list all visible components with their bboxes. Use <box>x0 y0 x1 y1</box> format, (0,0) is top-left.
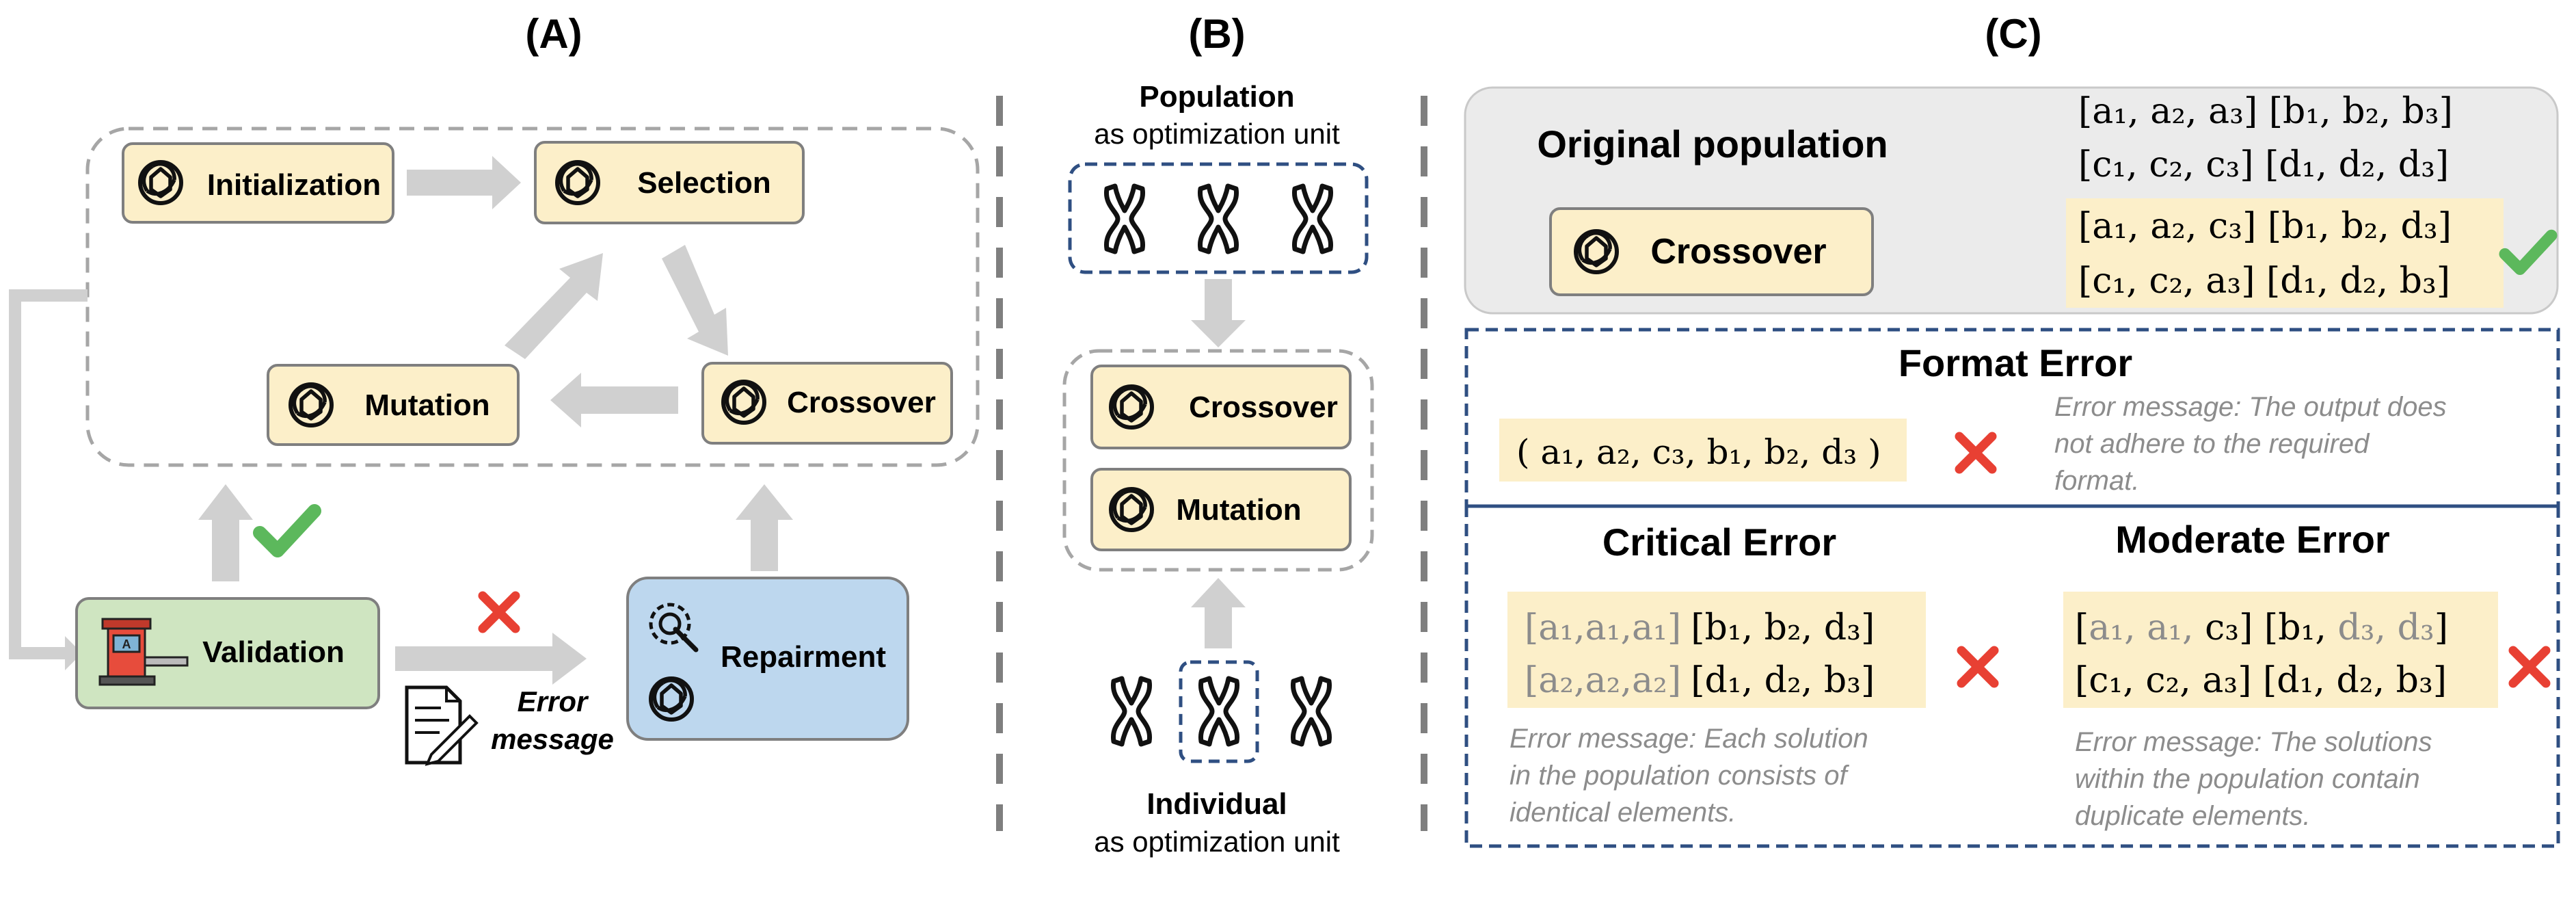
format-error-message-3: format. <box>2054 466 2139 496</box>
selection-node: Selection <box>534 141 805 224</box>
moderate-error-line-1-a: [ <box>2075 607 2089 648</box>
semantic-error-frame <box>1464 504 2560 848</box>
panel-a: Initialization Selection Crossover Mutat… <box>9 127 980 766</box>
format-error-title: Format Error <box>1899 341 2132 384</box>
critical-error-line-1: [a₁,a₁,a₁][b₁, b₂, d₃] <box>1525 607 1875 648</box>
red-cross-icon <box>1961 650 1994 683</box>
crossover-node: Crossover <box>701 362 953 445</box>
panel-label-a: (A) <box>525 11 582 57</box>
moderate-error-highlight <box>2063 592 2498 708</box>
validation-label: Validation <box>202 635 345 669</box>
svg-text:A: A <box>122 637 131 651</box>
validation-machine-icon: A <box>98 618 189 686</box>
chromosome-icon <box>1106 186 1142 252</box>
population-title: Population <box>1139 80 1294 114</box>
error-message-label-1: Error <box>518 685 589 717</box>
gear-wrench-icon <box>649 603 699 653</box>
repairment-label: Repairment <box>721 640 886 674</box>
individual-subtitle: as optimization unit <box>1094 826 1340 858</box>
critical-error-message-2: in the population consists of <box>1510 761 1850 791</box>
arrow-population-ops <box>1191 279 1246 347</box>
b-mutation-label: Mutation <box>1176 493 1301 527</box>
critical-error-highlight <box>1507 592 1926 708</box>
critical-error-line-1-grey: [a₁,a₁,a₁] <box>1525 607 1681 648</box>
moderate-error-message-3: duplicate elements. <box>2075 801 2311 831</box>
population-subtitle: as optimization unit <box>1094 118 1340 150</box>
moderate-error-line-1-b: c₃] [b₁, <box>2194 607 2338 648</box>
offspring-highlight <box>2066 198 2504 308</box>
validation-node: A Validation <box>75 597 380 709</box>
mutation-node: Mutation <box>267 364 520 446</box>
chromosome-icon <box>1294 186 1330 252</box>
moderate-error-line-1-grey2: d₃, d₃ <box>2337 607 2434 648</box>
b-mutation-node: Mutation <box>1090 468 1352 551</box>
moderate-error-title: Moderate Error <box>2115 518 2389 561</box>
error-message-label-2: message <box>491 723 614 755</box>
arrow-crossover-mutation <box>550 373 678 427</box>
crossover-label: Crossover <box>787 386 936 419</box>
initialization-node: Initialization <box>122 142 394 224</box>
mutation-label: Mutation <box>364 388 489 422</box>
moderate-error-message-2: within the population contain <box>2075 764 2420 794</box>
arrow-mutation-selection <box>505 253 603 359</box>
format-error-message-2: not adhere to the required <box>2054 429 2370 459</box>
original-population-title: Original population <box>1537 122 1888 166</box>
format-error-expression: ( a₁, a₂, c₃, b₁, b₂, d₃ ) <box>1516 432 1881 472</box>
offspring-line-2: [c₁, c₂, a₃] [d₁, d₂, b₃] <box>2078 261 2450 302</box>
critical-error-line-2-rest: [d₁, d₂, b₃] <box>1691 660 1875 701</box>
individual-title: Individual <box>1146 787 1287 821</box>
repairment-node: Repairment <box>626 577 909 741</box>
chromosome-icon <box>1113 679 1149 744</box>
moderate-error-line-2: [c₁, c₂, a₃] [d₁, d₂, b₃] <box>2075 660 2447 701</box>
arrow-repair-loop <box>736 484 793 571</box>
moderate-error-message-1: Error message: The solutions <box>2075 727 2432 757</box>
selection-label: Selection <box>637 166 771 200</box>
feedback-arrowhead <box>65 636 82 670</box>
chromosome-icon <box>1200 186 1236 252</box>
individual-frame <box>1179 660 1259 763</box>
panel-label-b: (B) <box>1188 11 1245 57</box>
offspring-line-1: [a₁, a₂, c₃] [b₁, b₂, d₃] <box>2078 206 2452 247</box>
panel-label-c: (C) <box>1985 11 2041 57</box>
chromosome-icon <box>1200 679 1237 744</box>
arrow-individual-ops <box>1191 578 1246 648</box>
red-cross-icon <box>483 596 515 629</box>
format-error-message-1: Error message: The output does <box>2054 392 2447 422</box>
critical-error-title: Critical Error <box>1602 521 1836 564</box>
arrow-validation-loop <box>198 484 253 581</box>
original-solutions-line-2: [c₁, c₂, c₃] [d₁, d₂, d₃] <box>2078 144 2449 185</box>
red-cross-icon <box>1959 436 1992 469</box>
operators-frame <box>1062 349 1374 572</box>
format-error-frame <box>1464 328 2560 508</box>
chromosome-icon <box>1293 679 1329 744</box>
arrow-init-selection <box>407 156 521 209</box>
moderate-error-line-1-c: ] <box>2434 607 2448 648</box>
original-solutions-line-1: [a₁, a₂, a₃] [b₁, b₂, b₃] <box>2078 91 2453 132</box>
arrow-validation-repair <box>395 633 587 685</box>
b-crossover-label: Crossover <box>1189 391 1338 424</box>
critical-error-line-2-grey: [a₂,a₂,a₂] <box>1525 660 1681 701</box>
c-crossover-node: Crossover <box>1549 207 1874 296</box>
arrow-selection-crossover <box>662 245 728 356</box>
panel-c: Original population Crossover [a₁, a₂, a… <box>1464 86 2560 848</box>
panel-b: Population as optimization unit Crossove… <box>1062 80 1374 858</box>
population-frame <box>1068 162 1369 274</box>
check-mark-icon <box>260 511 314 551</box>
initialization-label: Initialization <box>207 168 381 202</box>
critical-error-line-1-rest: [b₁, b₂, d₃] <box>1691 607 1875 648</box>
feedback-line <box>9 289 88 659</box>
c-crossover-label: Crossover <box>1650 232 1826 272</box>
moderate-error-line-1: [a₁, a₁, c₃] [b₁, d₃, d₃] <box>2075 607 2448 648</box>
critical-error-message-1: Error message: Each solution <box>1510 724 1868 754</box>
moderate-error-line-1-grey: a₁, a₁, <box>2089 607 2193 648</box>
critical-error-line-2: [a₂,a₂,a₂][d₁, d₂, b₃] <box>1525 660 1875 701</box>
red-cross-icon <box>2513 650 2546 683</box>
document-pen-icon <box>405 685 479 766</box>
format-error-highlight <box>1499 419 1907 482</box>
critical-error-message-3: identical elements. <box>1510 798 1736 828</box>
b-crossover-node: Crossover <box>1090 365 1352 449</box>
